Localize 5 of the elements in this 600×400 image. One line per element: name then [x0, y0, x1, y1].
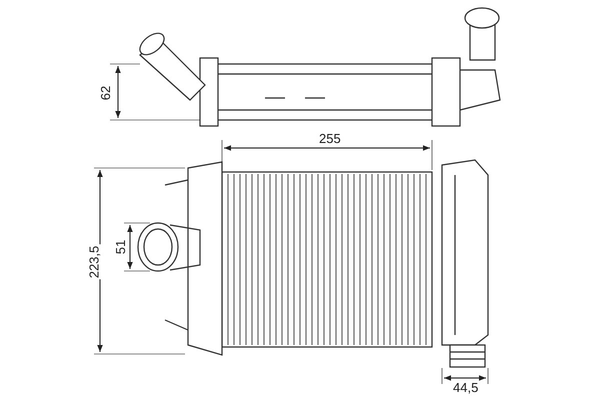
dimension-label: 255: [318, 132, 342, 146]
dimension-label: 223,5: [87, 244, 102, 280]
dimension-label: 62: [99, 84, 114, 102]
dimension-label: 51: [114, 238, 128, 256]
dimension-label: 44,5: [452, 381, 480, 395]
